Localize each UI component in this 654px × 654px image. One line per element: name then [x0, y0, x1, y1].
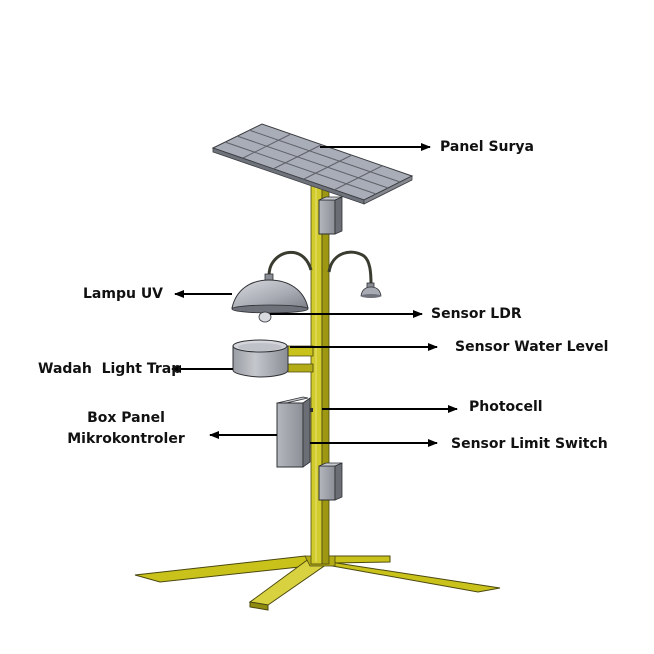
leader-arrows: [171, 143, 458, 447]
label-box-panel-line1: Box Panel: [87, 410, 165, 426]
ldr-sensor: [327, 250, 382, 298]
lower-junction-box: [318, 462, 343, 501]
label-sensor-limit-switch: Sensor Limit Switch: [451, 436, 608, 452]
label-lampu-uv: Lampu UV: [83, 286, 164, 302]
label-photocell: Photocell: [469, 399, 543, 415]
label-box-panel-line2: Mikrokontroler: [67, 431, 185, 447]
solar-panel: [211, 123, 414, 205]
label-wadah-light-trap: Wadah Light Trap: [38, 361, 182, 377]
upper-junction-box: [318, 196, 343, 235]
label-panel-surya: Panel Surya: [440, 139, 534, 155]
uv-lamp: [231, 251, 313, 323]
main-pole: [310, 177, 330, 565]
box-panel: [276, 396, 313, 468]
label-sensor-water-level: Sensor Water Level: [455, 339, 609, 355]
label-sensor-ldr: Sensor LDR: [431, 306, 522, 322]
label-box-panel: Box Panel Mikrokontroler: [64, 410, 188, 448]
light-trap-container: [232, 339, 314, 378]
